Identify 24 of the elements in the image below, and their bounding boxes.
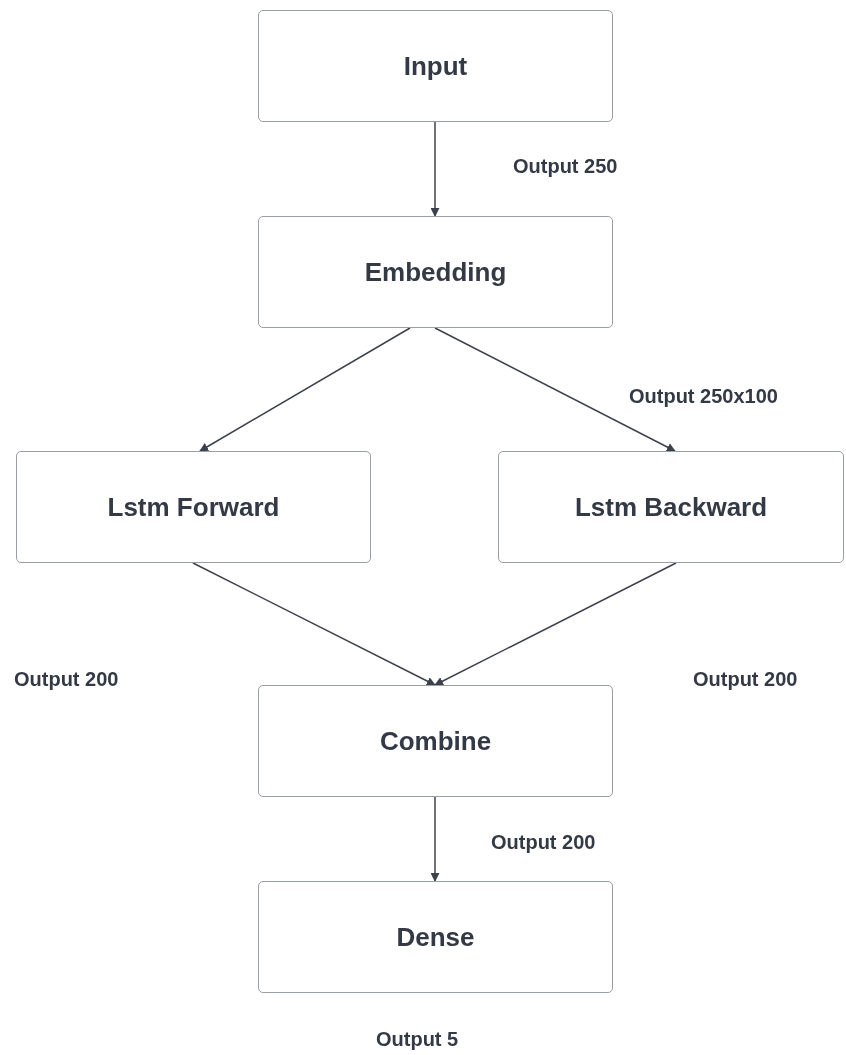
output-size-label: Output 250 — [513, 155, 618, 178]
output-size-label: Output 250x100 — [629, 385, 778, 408]
box-label: Input — [403, 50, 468, 82]
arrow — [430, 796, 440, 882]
process-box — [498, 451, 844, 563]
process-box — [258, 10, 613, 122]
box-label: Dense — [396, 921, 475, 953]
output-size-label: Output 5 — [376, 1028, 459, 1051]
arrow — [199, 327, 411, 452]
output-size-label: Output 200 — [14, 668, 119, 691]
process-box — [16, 451, 371, 563]
arrow — [192, 562, 436, 686]
arrow — [430, 121, 440, 217]
box-label: Embedding — [364, 256, 507, 288]
arrow — [434, 562, 677, 686]
process-box — [258, 685, 613, 797]
process-box — [258, 881, 613, 993]
process-box — [258, 216, 613, 328]
box-label: Combine — [379, 725, 492, 757]
box-label: Lstm Forward — [107, 491, 280, 523]
output-size-label: Output 200 — [491, 831, 596, 854]
box-label: Lstm Backward — [574, 491, 768, 523]
arrow — [434, 327, 676, 452]
output-size-label: Output 200 — [693, 668, 798, 691]
